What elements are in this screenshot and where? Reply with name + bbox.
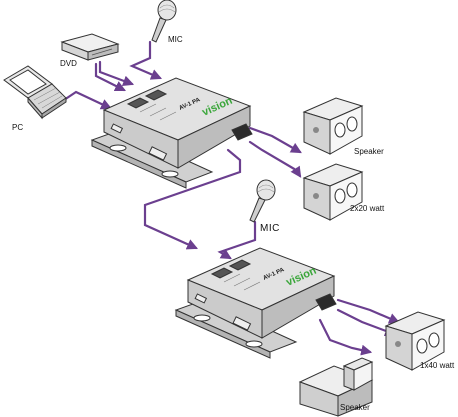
cables (62, 40, 401, 356)
amplifier-2 (174, 247, 337, 359)
mic-top-icon (151, 0, 177, 43)
label-watt-top: 2x20 watt (350, 204, 385, 213)
label-pc: PC (12, 123, 24, 132)
cable-dvd-b (94, 62, 126, 92)
dvd-player-icon (60, 33, 120, 61)
laptop-pc-icon (3, 65, 67, 120)
cable-link (143, 148, 242, 250)
cable-spk-right-b (336, 308, 397, 337)
cable-dvd-a (98, 60, 135, 87)
label-dvd: DVD (60, 59, 77, 68)
cable-spk-top-a (248, 126, 302, 154)
cable-mic-mid (217, 220, 257, 260)
cable-spk-right-a (336, 298, 401, 324)
label-watt-bottom: 1x40 watt (420, 361, 455, 370)
label-speaker-top: Speaker (354, 147, 384, 156)
speaker-top-icon (302, 97, 364, 155)
speaker-bottom-icon (298, 357, 374, 417)
label-mic-top: MIC (168, 35, 183, 44)
label-speaker-bottom: Speaker (340, 403, 370, 412)
cable-mic-top (129, 40, 163, 80)
speaker-right-icon (384, 311, 446, 371)
label-mic-mid: MIC (260, 223, 280, 234)
cable-pc (62, 90, 112, 110)
cable-spk-bottom (318, 318, 373, 356)
speaker-top2-icon (302, 163, 364, 221)
cable-spk-top-b (248, 140, 302, 178)
mic-mid-icon (249, 179, 276, 223)
amplifier-1 (90, 77, 253, 189)
